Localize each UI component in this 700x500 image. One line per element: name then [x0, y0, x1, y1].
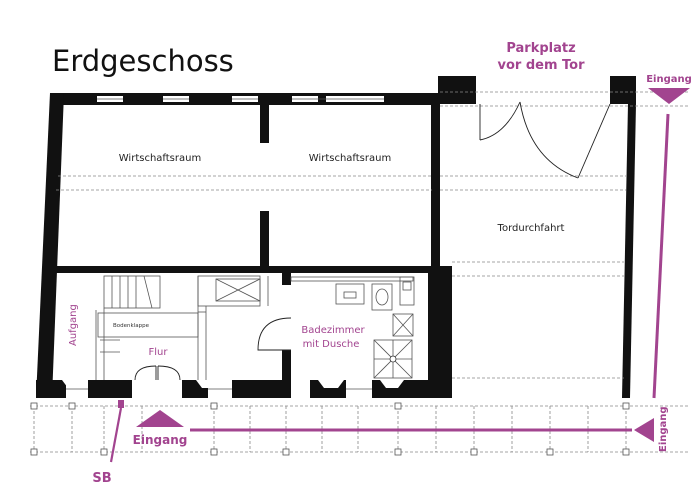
entrance-label-bottom: Eingang [133, 433, 188, 447]
entrance-label-right: Eingang [658, 406, 669, 452]
entrance-arrow-top-right-icon [648, 88, 690, 104]
wall-mid-upper [260, 105, 269, 143]
bathroom-door [257, 317, 292, 351]
sb-label: SB [92, 471, 111, 486]
wall-bottom-4 [232, 380, 290, 398]
entrance-markers: Eingang Eingang Eingang SB [92, 74, 691, 486]
sidewalk [30, 402, 690, 456]
staircase [95, 275, 161, 380]
room-label-aufgang: Aufgang [68, 304, 79, 346]
entrance-arrow-bottom-icon [136, 410, 184, 427]
wall-right [622, 104, 636, 398]
sb-marker-icon [118, 400, 124, 408]
entrance-arrow-right-icon [634, 418, 654, 442]
ceiling-lines [56, 91, 690, 379]
room-label-wirtschaftsraum-2: Wirtschaftsraum [309, 153, 391, 164]
hall-entry-door [133, 364, 181, 381]
room-label-flur: Flur [149, 347, 169, 358]
floor-hatch-label: Bodenklappe [113, 323, 150, 329]
wall-bath-left-bottom [282, 350, 291, 398]
gate-doors [479, 101, 611, 179]
sb-pointer-line [109, 407, 123, 463]
parking-label-line2: vor dem Tor [497, 58, 585, 73]
room-label-bad-line2: mit Dusche [303, 339, 360, 350]
bathroom-fixtures [290, 276, 415, 379]
room-label-bad-line1: Badezimmer [301, 325, 365, 336]
wall-lower-right [428, 266, 452, 398]
pillar-right [610, 76, 636, 104]
wall-mid-lower [260, 211, 269, 271]
wall-tor-left [431, 93, 440, 271]
parking-label-line1: Parkplatz [506, 41, 575, 56]
entrance-label-top-right: Eingang [646, 74, 692, 85]
pillar-left [438, 76, 476, 104]
wall-horizontal [45, 266, 440, 273]
wall-bottom-1 [36, 380, 66, 398]
wall-bath-left-top [282, 273, 291, 285]
room-label-tordurchfahrt: Tordurchfahrt [497, 223, 565, 234]
storage-box [215, 278, 261, 302]
top-windows [97, 96, 384, 102]
bottom-windows [62, 380, 404, 390]
wall-bottom-2 [88, 380, 132, 398]
plan-title: Erdgeschoss [52, 44, 234, 78]
room-label-wirtschaftsraum-1: Wirtschaftsraum [119, 153, 201, 164]
hall-fixtures [197, 275, 269, 380]
walls [36, 76, 636, 398]
path-line-right [652, 113, 670, 399]
wall-left [36, 93, 64, 398]
